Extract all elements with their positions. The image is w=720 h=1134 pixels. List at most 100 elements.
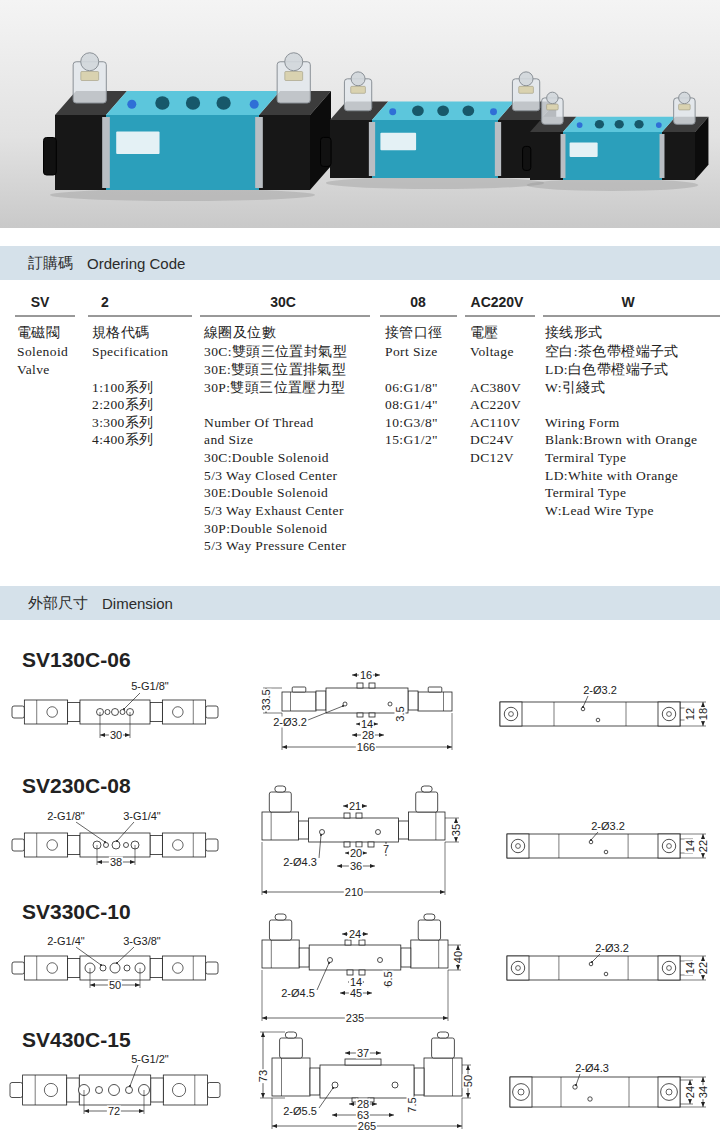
port-hole [105,710,110,715]
code-description: Termiral Type [545,450,626,466]
end-plate [369,122,375,176]
port-boss-outline [344,813,350,818]
manual-button [656,122,662,128]
connector-box-outline [280,1038,303,1058]
coil-detail-line [194,1075,195,1105]
manual-button [389,108,396,115]
extension-line [680,956,706,957]
valve-body [563,132,662,180]
dimension-label: 33.5 [261,688,272,711]
port-opening [595,120,604,129]
mounting-hole [392,1082,398,1088]
extension-line [263,713,282,714]
code-segment: 30C [270,294,296,310]
dimension-label: 6.5 [383,970,394,987]
dimension-label: 37 [356,1048,370,1059]
code-segment: 08 [410,294,426,310]
dimension-arrow [447,745,452,749]
extension-line [680,726,706,727]
header-rule [465,316,535,317]
dimension-label: 24 [685,1085,696,1099]
coil-detail-line [281,1058,282,1096]
coil-detail-line [271,940,272,968]
port-boss-outline [345,1059,381,1065]
extension-line [90,968,91,988]
end-plate-outline [316,691,326,710]
connector-plug-outline [206,839,218,851]
connector-cap-outline [275,786,286,792]
coil-end-circle [661,1084,678,1101]
bottom-view [510,1074,706,1107]
manual-button [250,100,259,109]
connector-cap-outline [421,786,432,792]
code-description: Port Size [385,344,438,360]
front-view [262,786,459,895]
connector-box-outline [418,920,440,940]
code-description: 15:G1/2" [385,432,438,448]
port-boss-outline [344,842,350,847]
manual-button [577,122,583,128]
dimension-label: 265 [357,1121,377,1132]
port-boss-outline [347,970,353,975]
coil-end-outline [500,702,522,726]
code-segment: W [621,294,634,310]
valve-body-outline [80,700,150,724]
leader-dot [342,705,344,707]
connector-cap-outline [437,1032,448,1038]
code-description: 接线形式 [545,324,603,342]
coil-body [530,132,563,180]
dimension-arrow [349,1102,354,1106]
coil-screw [47,963,58,974]
coil-outline [408,812,445,840]
section-heading: Ordering Code [87,255,185,272]
dimension-arrow [84,1109,89,1113]
coil-outline [411,940,448,968]
coil-outline [163,1075,207,1105]
connector-plug [321,137,332,166]
coil-end-circle [511,961,524,974]
connector-insert [351,86,366,93]
model-name: SV230C-08 [22,774,131,798]
dimension-label: 30 [109,730,123,741]
dimension-label: 2-Ø3.2 [582,685,618,696]
dimension-label: 50 [463,1074,474,1088]
coil-end-circle [662,707,675,720]
dimension-label: 16 [359,670,373,681]
mounting-hole [376,830,381,835]
model-name: SV130C-06 [22,648,131,672]
section-line [628,834,629,858]
port-hole [112,709,119,716]
coil-detail-line [193,833,194,857]
connector-gland [285,53,303,71]
coil-end-circle [513,1084,530,1101]
dimension-label: 38 [109,857,123,868]
coil-outline [262,940,299,968]
dimension-arrow [457,1124,462,1128]
coil-outline [272,1058,310,1096]
leader-dot [116,962,118,964]
mounting-hole [573,1085,577,1089]
mounting-hole [332,1082,338,1088]
front-view [262,914,461,1021]
port-boss-outline [369,713,375,717]
section-heading: 外部尺寸 [28,594,88,613]
code-description: 30E:雙頭三位置排氣型 [204,361,346,379]
extension-line [140,968,141,988]
coil-outline [24,956,67,980]
dimension-arrow [701,975,705,980]
port-boss-outline [369,683,375,688]
leader-dot [332,1087,334,1089]
coil-end-circle [666,1089,672,1095]
extension-line [680,1077,706,1078]
extension-line [144,1090,145,1114]
header-rule [88,316,192,317]
code-description: Blank:Brown with Orange [545,432,697,448]
code-description: Voltage [470,344,514,360]
leader-line [308,706,343,720]
coil-end-circle [516,844,521,849]
end-plate-outline [68,958,80,977]
leader-dot [591,961,593,963]
dimension-label: 36 [349,861,363,872]
end-plate-outline [299,948,309,967]
